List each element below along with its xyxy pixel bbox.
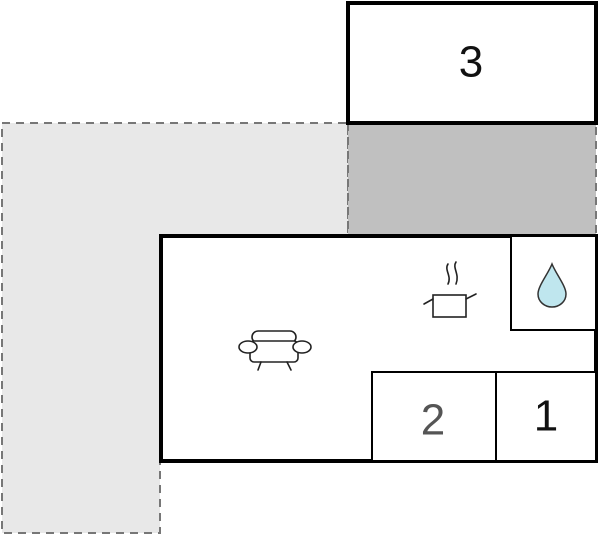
room-3-walls — [346, 1, 598, 125]
sofa-armrest — [292, 340, 312, 354]
room-2: 2 — [371, 371, 497, 462]
sofa-leg — [257, 361, 262, 371]
sofa-armrest — [238, 340, 258, 354]
room-1-label: 1 — [534, 392, 558, 441]
room-1-walls — [495, 371, 597, 462]
pot-handle — [465, 293, 477, 300]
pot-handle — [423, 298, 434, 305]
room-3-label: 3 — [459, 38, 483, 87]
pot-body — [432, 294, 467, 318]
room-2-label: 2 — [421, 396, 445, 445]
covered-area — [347, 122, 597, 237]
sofa-leg — [286, 361, 292, 371]
cooking-pot-icon — [423, 261, 477, 318]
sofa-icon — [238, 330, 312, 371]
room-1: 1 — [495, 371, 597, 462]
water-drop-icon — [537, 261, 567, 308]
room-3: 3 — [346, 1, 598, 125]
sofa-seat — [249, 340, 299, 363]
steam-line — [446, 263, 450, 285]
room-2-walls — [371, 371, 497, 462]
bathroom — [510, 235, 597, 331]
steam-line — [454, 261, 458, 285]
